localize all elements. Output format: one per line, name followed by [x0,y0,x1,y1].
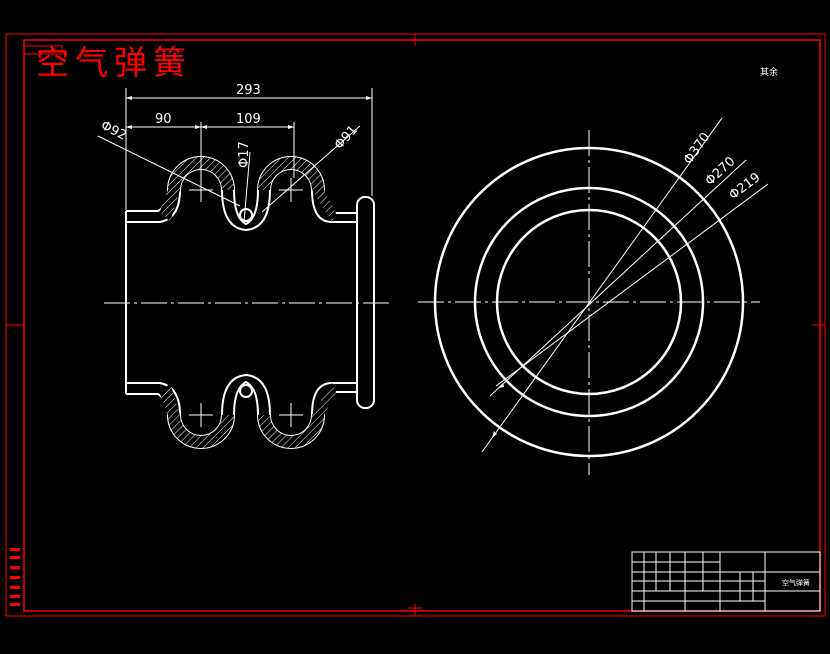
dim-left-bulge-dia: Φ92 [98,118,129,144]
shell-hatching [160,157,336,448]
centering-marks [6,34,825,616]
end-view-dimension-text: Φ370 Φ270 Φ219 [681,130,763,203]
dim-bead-dia: Φ17 [237,141,252,168]
title-block [631,551,821,612]
drawing-number-box [23,45,63,55]
bulge-center-crosses [189,178,303,427]
dim-left-pitch: 90 [155,112,172,127]
end-view-diameter-leaders [481,117,769,453]
end-view-arrows [492,383,504,438]
drawing-title: 空气弹簧 [36,43,192,82]
dimension-arrows [126,96,372,129]
left-margin-marks [10,548,20,606]
surface-finish-note: 其余 [760,66,778,78]
dim-right-bulge-dia: Φ91 [332,123,361,153]
side-view-dimensions [97,88,373,223]
outer-sheet-border [5,33,826,617]
dim-right-pitch: 109 [236,112,261,127]
dim-outer-dia: Φ370 [681,130,713,167]
dim-inner-dia: Φ219 [726,170,763,203]
title-block-part-name: 空气弹簧 [782,578,810,587]
dim-overall-length: 293 [236,83,261,98]
